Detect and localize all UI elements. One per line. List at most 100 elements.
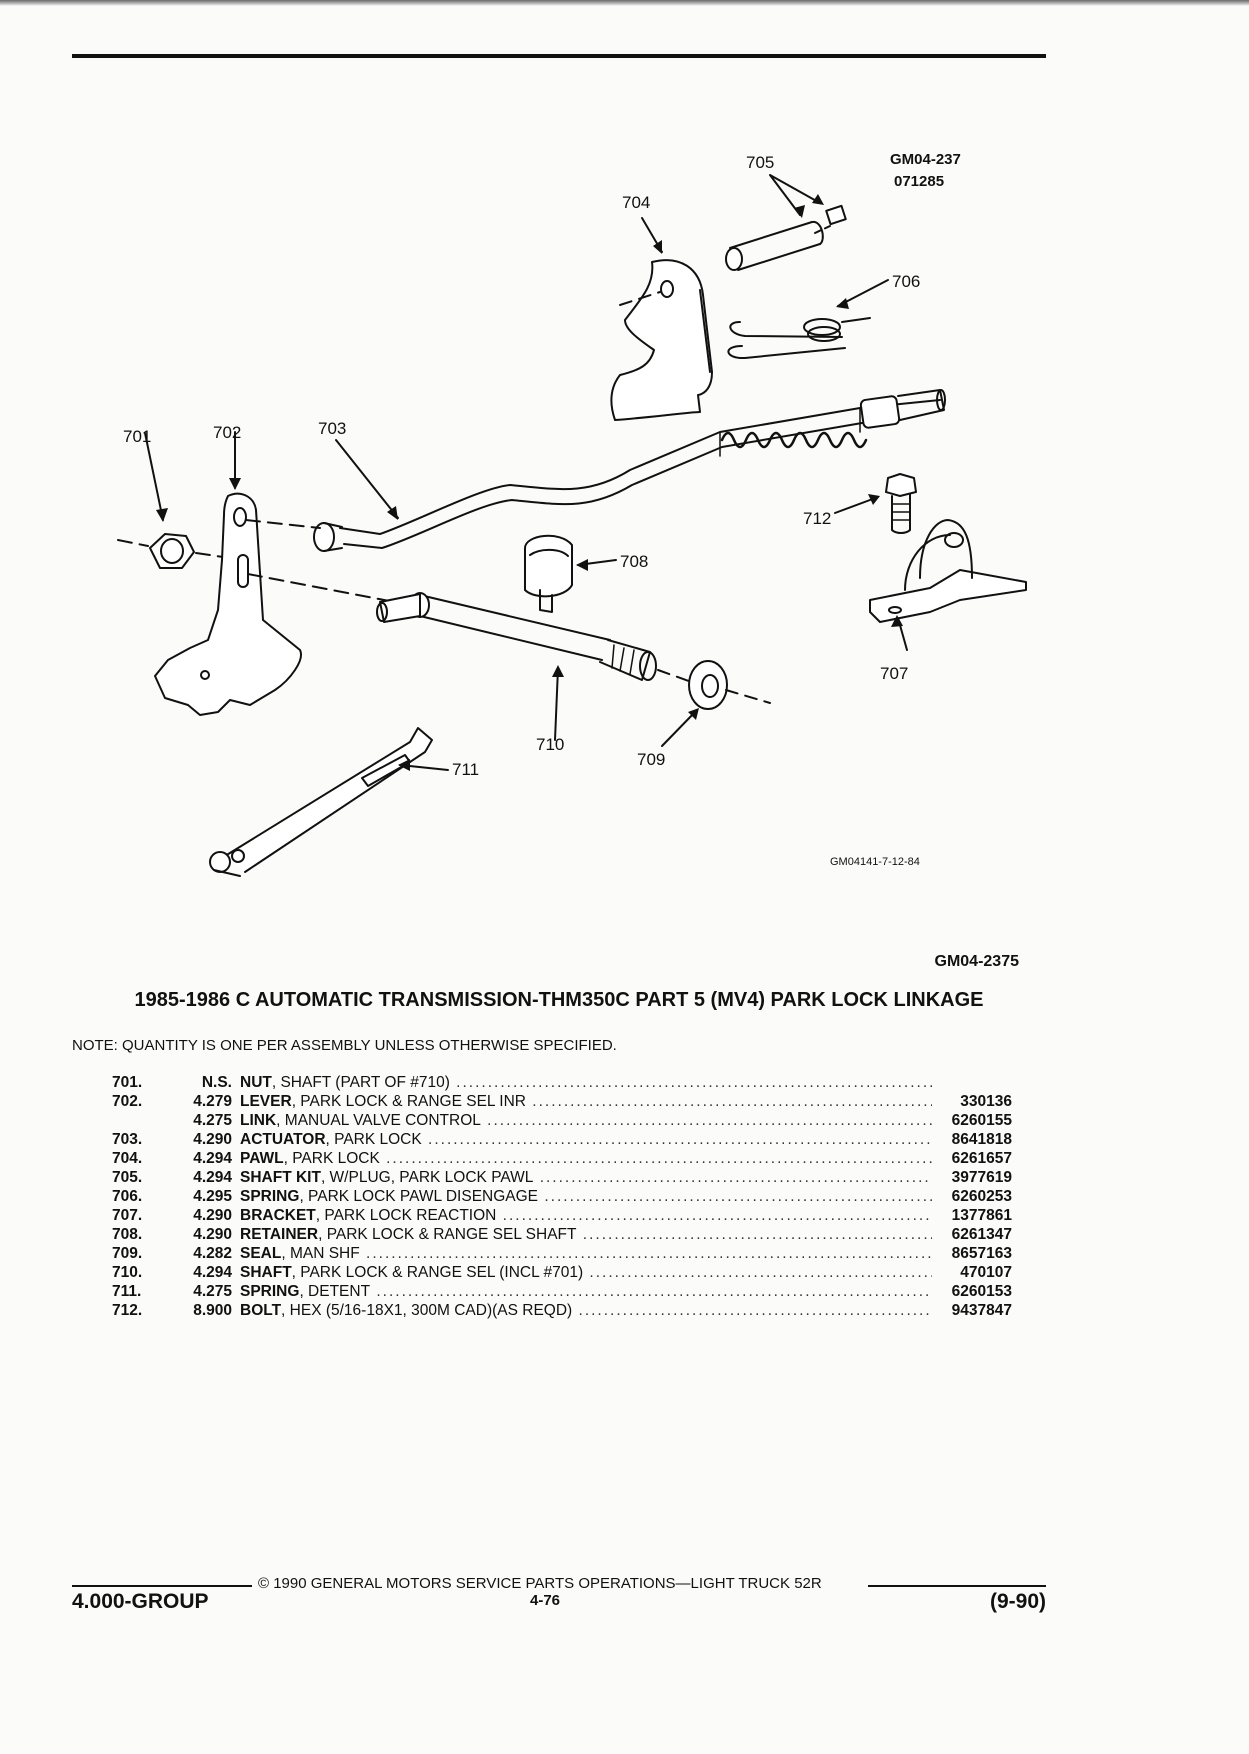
leader-dots: ........................................… — [366, 1245, 932, 1262]
part-number-index: 708. — [112, 1226, 143, 1243]
table-row: 709. 4.282 SEAL, MAN SHF .................… — [112, 1244, 1012, 1263]
part-desc-text: , MANUAL VALVE CONTROL — [276, 1112, 481, 1129]
callout-704: 704 — [622, 193, 651, 212]
nut-701 — [117, 533, 231, 569]
footer-date: (9-90) — [989, 1590, 1046, 1613]
table-row: 4.275 LINK, MANUAL VALVE CONTROL ........… — [112, 1111, 1012, 1130]
part-desc-text: , SHAFT (PART OF #710) — [271, 1074, 450, 1091]
footer-copyright: © 1990 GENERAL MOTORS SERVICE PARTS OPER… — [258, 1575, 822, 1592]
part-name: SPRING — [240, 1283, 300, 1300]
group-code: 4.275 — [193, 1112, 232, 1129]
part-desc-text: , W/PLUG, PARK LOCK PAWL — [320, 1169, 534, 1186]
callout-705: 705 — [746, 153, 775, 172]
bracket-707 — [869, 519, 1027, 623]
part-description: SPRING, DETENT .........................… — [240, 1282, 932, 1301]
part-description: BRACKET, PARK LOCK REACTION ............… — [240, 1206, 932, 1225]
bolt-712 — [885, 473, 917, 534]
leader-dots: ........................................… — [502, 1207, 932, 1224]
leader-dots: ........................................… — [582, 1226, 932, 1243]
part-number: 470107 — [960, 1264, 1012, 1281]
part-number-index: 703. — [112, 1131, 143, 1148]
leader-dots: ........................................… — [487, 1112, 932, 1129]
detent-spring-711 — [209, 727, 433, 877]
callout-703: 703 — [318, 419, 347, 438]
part-description: LINK, MANUAL VALVE CONTROL .............… — [240, 1111, 932, 1130]
exploded-parts-diagram — [117, 174, 1027, 877]
part-desc-text: , DETENT — [299, 1283, 371, 1300]
leader-dots: ........................................… — [386, 1150, 932, 1167]
leader-dots: ........................................… — [578, 1302, 933, 1319]
figure-code-sub: 071285 — [894, 173, 945, 190]
pawl-704 — [610, 259, 713, 421]
part-name: LEVER — [240, 1093, 292, 1110]
part-number-index: 706. — [112, 1188, 143, 1205]
group-code: 4.295 — [193, 1188, 232, 1205]
lever-702 — [154, 492, 401, 716]
part-number — [932, 1073, 1012, 1092]
part-name: SPRING — [240, 1188, 300, 1205]
parts-list: 701.N.S.NUT, SHAFT (PART OF #710) ......… — [112, 1073, 1012, 1320]
part-desc-text: , PARK LOCK & RANGE SEL INR — [291, 1093, 526, 1110]
part-number: 6260155 — [951, 1112, 1012, 1129]
part-name: NUT — [240, 1074, 272, 1091]
part-number-index: 702. — [112, 1093, 143, 1110]
callout-702: 702 — [213, 423, 242, 442]
table-row: 711. 4.275 SPRING, DETENT ................… — [112, 1282, 1012, 1301]
group-code: 4.275 — [193, 1283, 232, 1300]
part-desc-text: , PARK LOCK & RANGE SEL (INCL #701) — [291, 1264, 584, 1281]
part-number: 330136 — [960, 1093, 1012, 1110]
part-name: ACTUATOR — [240, 1131, 326, 1148]
shaft-710 — [376, 592, 701, 686]
part-desc-text: , PARK LOCK REACTION — [315, 1207, 497, 1224]
group-code: 4.282 — [193, 1245, 232, 1262]
part-description: LEVER, PARK LOCK & RANGE SEL INR .......… — [240, 1092, 932, 1111]
part-number-index: 705. — [112, 1169, 143, 1186]
group-code: 4.279 — [193, 1093, 232, 1110]
part-number: 6260153 — [951, 1283, 1012, 1300]
part-desc-text: , PARK LOCK — [283, 1150, 380, 1167]
document-id: GM04-2375 — [934, 953, 1020, 970]
leader-dots: ........................................… — [376, 1283, 932, 1300]
part-number-index: 707. — [112, 1207, 143, 1224]
part-number-index: 711. — [112, 1283, 142, 1300]
table-row: 702. 4.279 LEVER, PARK LOCK & RANGE SEL IN… — [112, 1092, 1012, 1111]
illustration-id: GM04141-7-12-84 — [830, 856, 920, 868]
actuator-rod-703 — [313, 389, 946, 552]
callout-710: 710 — [536, 735, 565, 754]
part-number: 6261347 — [951, 1226, 1012, 1243]
group-code: 4.294 — [193, 1264, 232, 1281]
quantity-note: NOTE: QUANTITY IS ONE PER ASSEMBLY UNLES… — [72, 1037, 617, 1054]
part-description: BOLT, HEX (5/16-18X1, 300M CAD)(AS REQD)… — [240, 1301, 932, 1320]
part-number: 6260253 — [951, 1188, 1012, 1205]
part-desc-text: , MAN SHF — [281, 1245, 360, 1262]
part-name: BOLT — [240, 1302, 282, 1319]
part-description: RETAINER, PARK LOCK & RANGE SEL SHAFT ..… — [240, 1225, 932, 1244]
part-desc-text: , PARK LOCK PAWL DISENGAGE — [299, 1188, 539, 1205]
part-name: RETAINER — [240, 1226, 319, 1243]
part-name: LINK — [240, 1112, 277, 1129]
callout-709: 709 — [637, 750, 666, 769]
callout-707: 707 — [880, 664, 909, 683]
leader-dots: ........................................… — [539, 1169, 932, 1186]
part-name: SEAL — [240, 1245, 282, 1262]
table-row: 701.N.S.NUT, SHAFT (PART OF #710) ......… — [112, 1073, 1012, 1092]
part-number-index: 712. — [112, 1302, 143, 1319]
seal-709 — [688, 660, 771, 710]
part-number: 6261657 — [951, 1150, 1012, 1167]
callout-712: 712 — [803, 509, 832, 528]
part-description: SPRING, PARK LOCK PAWL DISENGAGE .......… — [240, 1187, 932, 1206]
callout-708: 708 — [620, 552, 649, 571]
part-number-index: 709. — [112, 1245, 143, 1262]
retainer-708 — [524, 534, 573, 613]
shaft-kit-705 — [725, 204, 847, 271]
part-number: 3977619 — [951, 1169, 1012, 1186]
figure-code: GM04-237 — [890, 151, 961, 168]
part-number: 1377861 — [951, 1207, 1012, 1224]
leader-dots: ........................................… — [544, 1188, 932, 1205]
